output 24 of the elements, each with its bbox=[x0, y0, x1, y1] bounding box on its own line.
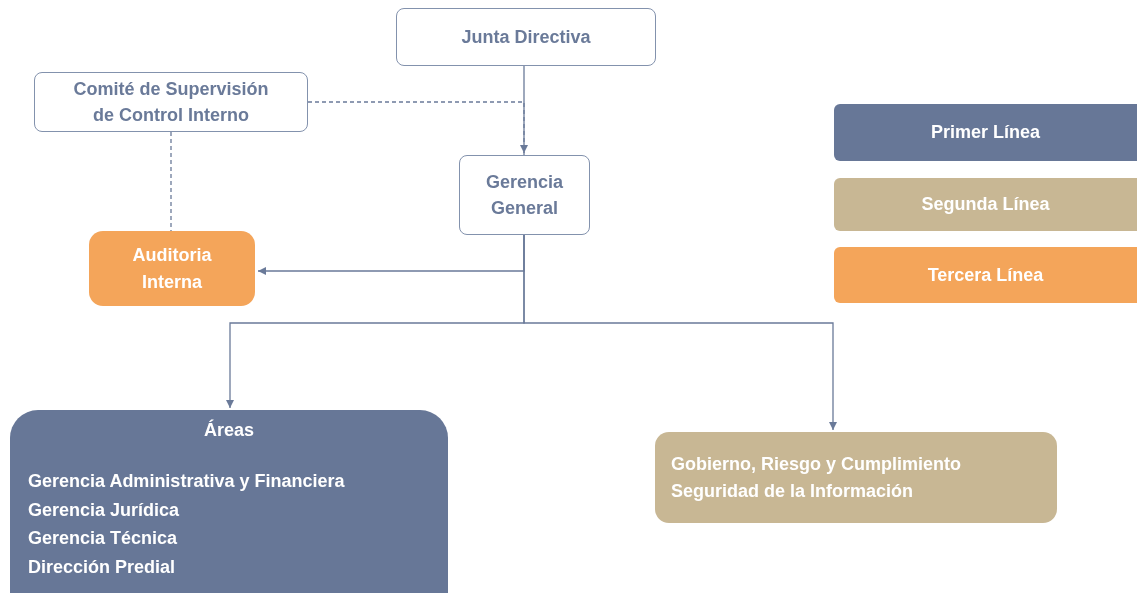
connector-line bbox=[307, 101, 525, 156]
box-text: Gerencia Jurídica bbox=[28, 498, 181, 522]
box-text: Gerencia General bbox=[484, 170, 564, 220]
box-text: Gerencia Administrativa y Financiera bbox=[28, 469, 346, 493]
connector-line bbox=[170, 131, 172, 232]
box-text: Comité de Supervisión de Control Interno bbox=[72, 77, 270, 127]
org-box bbox=[459, 155, 590, 235]
arrow bbox=[523, 234, 837, 431]
legend-text: Primer Línea bbox=[930, 122, 1040, 143]
org-box bbox=[34, 72, 308, 132]
box-text: Junta Directiva bbox=[461, 25, 591, 49]
category-box bbox=[10, 410, 448, 593]
box-text: Gerencia Técnica bbox=[28, 527, 179, 551]
category-box bbox=[655, 432, 1057, 523]
box-text: Dirección Predial bbox=[28, 556, 177, 580]
box-text: Seguridad de la Información bbox=[671, 479, 914, 503]
arrow bbox=[520, 65, 528, 154]
box-heading: Áreas bbox=[202, 418, 255, 442]
category-box bbox=[89, 231, 255, 306]
box-text: Auditoria Interna bbox=[131, 244, 213, 294]
legend-text: Segunda Línea bbox=[921, 194, 1050, 215]
legend-text: Tercera Línea bbox=[927, 264, 1044, 286]
box-text: Gobierno, Riesgo y Cumplimiento bbox=[671, 453, 962, 477]
org-box bbox=[396, 8, 656, 66]
